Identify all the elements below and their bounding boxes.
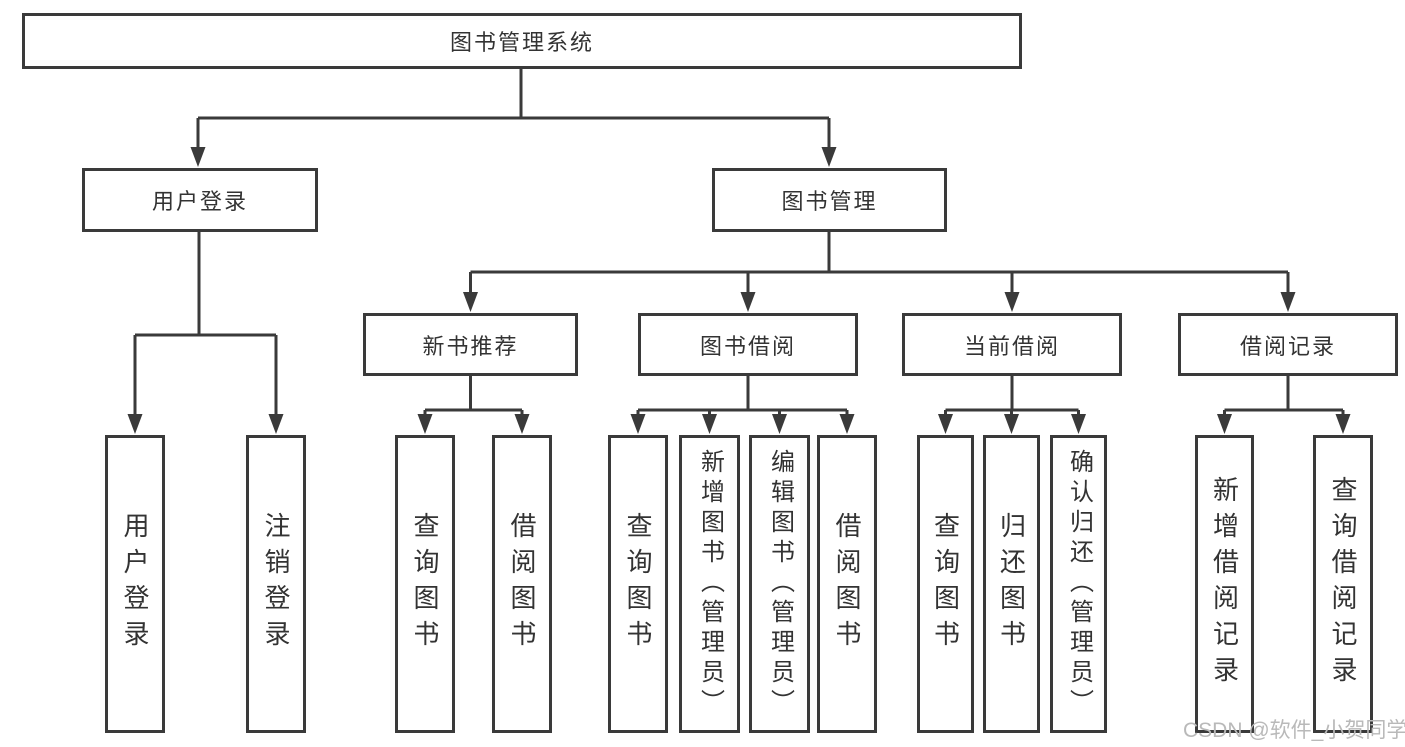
leaf-query-borrow-record: 查询借阅记录	[1313, 435, 1373, 733]
node-current-borrowing-label: 当前借阅	[963, 333, 1060, 359]
node-book-borrowing-label: 图书借阅	[699, 333, 796, 359]
leaf-logout-label: 注销登录	[261, 512, 291, 656]
csdn-watermark: CSDN @软件_小贺同学	[1183, 719, 1405, 742]
leaf-query-books-current-label: 查询图书	[930, 512, 961, 656]
leaf-user-login-label: 用户登录	[120, 512, 150, 656]
node-book-management: 图书管理	[712, 168, 947, 232]
leaf-add-borrow-record-label: 新增借阅记录	[1209, 476, 1240, 692]
leaf-user-login: 用户登录	[105, 435, 165, 733]
leaf-add-books-admin-label: 新增图书（管理员）	[696, 449, 724, 719]
leaf-add-books-admin: 新增图书（管理员）	[679, 435, 740, 733]
leaf-query-books-borrowing: 查询图书	[608, 435, 668, 733]
node-current-borrowing: 当前借阅	[902, 313, 1122, 376]
node-book-management-label: 图书管理	[781, 189, 878, 214]
node-user-login: 用户登录	[82, 168, 318, 232]
node-book-borrowing: 图书借阅	[638, 313, 858, 376]
node-borrowing-records-label: 借阅记录	[1239, 333, 1336, 359]
leaf-query-borrow-record-label: 查询借阅记录	[1328, 476, 1358, 692]
leaf-return-books: 归还图书	[983, 435, 1040, 733]
leaf-query-books-borrowing-label: 查询图书	[623, 512, 653, 656]
node-library-system-label: 图书管理系统	[449, 30, 594, 55]
leaf-borrow-books: 借阅图书	[817, 435, 877, 733]
leaf-add-borrow-record: 新增借阅记录	[1195, 435, 1254, 733]
leaf-query-books-recommend-label: 查询图书	[410, 512, 440, 656]
leaf-confirm-return-admin: 确认归还（管理员）	[1050, 435, 1107, 733]
node-new-book-recommend-label: 新书推荐	[422, 333, 519, 359]
leaf-query-books-recommend: 查询图书	[395, 435, 455, 733]
leaf-query-books-current: 查询图书	[917, 435, 974, 733]
leaf-edit-books-admin: 编辑图书（管理员）	[749, 435, 810, 733]
node-user-login-label: 用户登录	[151, 189, 248, 214]
leaf-borrow-books-recommend-label: 借阅图书	[507, 512, 537, 656]
leaf-edit-books-admin-label: 编辑图书（管理员）	[766, 449, 794, 719]
leaf-confirm-return-admin-label: 确认归还（管理员）	[1065, 449, 1093, 719]
leaf-logout: 注销登录	[246, 435, 306, 733]
leaf-borrow-books-recommend: 借阅图书	[492, 435, 552, 733]
node-borrowing-records: 借阅记录	[1178, 313, 1398, 376]
node-library-system: 图书管理系统	[22, 13, 1022, 69]
node-new-book-recommend: 新书推荐	[363, 313, 578, 376]
leaf-borrow-books-label: 借阅图书	[832, 512, 862, 656]
leaf-return-books-label: 归还图书	[996, 512, 1027, 656]
